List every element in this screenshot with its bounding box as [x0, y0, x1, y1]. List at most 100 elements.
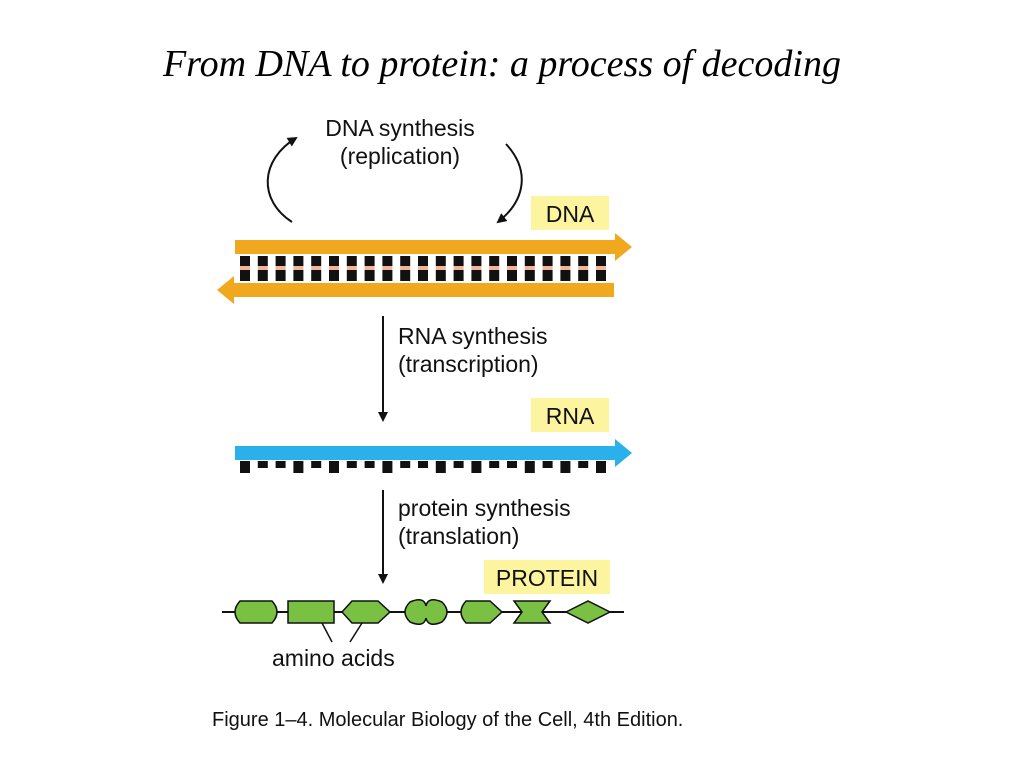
dna-double-strand: [217, 233, 632, 304]
dna-base-pair-bond: [596, 266, 606, 270]
dna-base-pair-bond: [524, 266, 535, 270]
protein-chain: [222, 599, 624, 625]
dna-base-pair-bond: [240, 266, 250, 270]
rna-base: [489, 461, 500, 468]
dna-bottom-strand: [217, 276, 614, 304]
rna-base: [453, 461, 464, 468]
dna-base-bottom: [578, 270, 589, 281]
rna-base: [329, 461, 339, 473]
dna-base-pair-bond: [382, 266, 393, 270]
dna-base-pair-bond: [329, 266, 339, 270]
rna-base: [471, 461, 482, 473]
amino-acid-1: [234, 600, 278, 624]
dna-base-top: [293, 256, 304, 266]
translation-label-line1: protein synthesis: [398, 495, 571, 521]
dna-base-bottom: [471, 270, 482, 281]
dna-base-top: [507, 256, 517, 266]
dna-base-pair-bond: [311, 266, 322, 270]
dna-base-pairs: [240, 256, 606, 281]
dna-base-pair-bond: [400, 266, 411, 270]
dna-base-pair-bond: [257, 266, 268, 270]
rna-base: [275, 461, 286, 468]
amino-acid-2: [287, 600, 335, 624]
dna-base-top: [471, 256, 482, 266]
dna-base-bottom: [382, 270, 393, 281]
rna-base: [435, 461, 446, 473]
dna-base-top: [275, 256, 286, 266]
dna-base-bottom: [596, 270, 606, 281]
replication-label-line1: DNA synthesis: [325, 115, 475, 141]
dna-base-bottom: [489, 270, 500, 281]
dna-base-bottom: [364, 270, 375, 281]
rna-base: [524, 461, 535, 473]
amino-acid-4: [404, 599, 448, 625]
rna-tag: RNA: [546, 403, 595, 429]
amino-acid-3: [340, 600, 392, 624]
dna-base-bottom: [257, 270, 268, 281]
rna-bases: [240, 461, 606, 473]
replication-label-line2: (replication): [340, 143, 460, 169]
dna-base-pair-bond: [489, 266, 500, 270]
dna-base-top: [329, 256, 339, 266]
transcription-label-line1: RNA synthesis: [398, 323, 548, 349]
dna-base-bottom: [560, 270, 571, 281]
rna-base: [240, 461, 250, 473]
rna-backbone: [235, 439, 632, 467]
dna-base-top: [578, 256, 589, 266]
rna-base: [560, 461, 571, 473]
dna-base-top: [382, 256, 393, 266]
rna-base: [257, 461, 268, 468]
dna-base-pair-bond: [507, 266, 517, 270]
replication-arrow-right: [496, 143, 523, 224]
rna-base: [293, 461, 304, 473]
rna-base: [578, 461, 589, 468]
dna-base-bottom: [507, 270, 517, 281]
translation-label-line2: (translation): [398, 523, 519, 549]
dna-base-pair-bond: [275, 266, 286, 270]
dna-base-top: [524, 256, 535, 266]
dna-base-bottom: [435, 270, 446, 281]
rna-strand: [235, 439, 632, 473]
dna-base-pair-bond: [471, 266, 482, 270]
dna-base-bottom: [311, 270, 322, 281]
rna-base: [382, 461, 393, 473]
protein-tag: PROTEIN: [496, 565, 598, 591]
amino-acid-5: [460, 600, 504, 624]
amino-acid-7: [564, 600, 612, 624]
rna-base: [542, 461, 553, 468]
dna-base-top: [542, 256, 553, 266]
dna-base-pair-bond: [453, 266, 464, 270]
amino-pointer-1: [321, 622, 333, 643]
dna-base-top: [489, 256, 500, 266]
dna-base-top: [453, 256, 464, 266]
dna-base-bottom: [329, 270, 339, 281]
dna-base-pair-bond: [293, 266, 304, 270]
rna-base: [596, 461, 606, 473]
dna-base-bottom: [240, 270, 250, 281]
dna-base-top: [418, 256, 428, 266]
dna-tag-box: [531, 196, 609, 230]
dna-base-top: [311, 256, 322, 266]
figure-caption: Figure 1–4. Molecular Biology of the Cel…: [212, 709, 683, 731]
rna-base: [311, 461, 322, 468]
rna-base: [507, 461, 517, 468]
rna-base: [346, 461, 357, 468]
rna-base: [364, 461, 375, 468]
dna-tag: DNA: [546, 201, 595, 227]
amino-acids-label: amino acids: [272, 645, 395, 671]
dna-base-top: [596, 256, 606, 266]
dna-base-pair-bond: [560, 266, 571, 270]
dna-base-pair-bond: [542, 266, 553, 270]
rna-base: [418, 461, 428, 468]
amino-pointer-2: [349, 622, 363, 643]
dna-base-pair-bond: [418, 266, 428, 270]
rna-tag-box: [531, 398, 609, 432]
dna-base-bottom: [275, 270, 286, 281]
dna-base-bottom: [400, 270, 411, 281]
dna-base-pair-bond: [346, 266, 357, 270]
rna-base: [400, 461, 411, 468]
dna-base-pair-bond: [435, 266, 446, 270]
dna-base-top: [257, 256, 268, 266]
amino-acid-6: [512, 600, 552, 624]
dna-base-top: [560, 256, 571, 266]
